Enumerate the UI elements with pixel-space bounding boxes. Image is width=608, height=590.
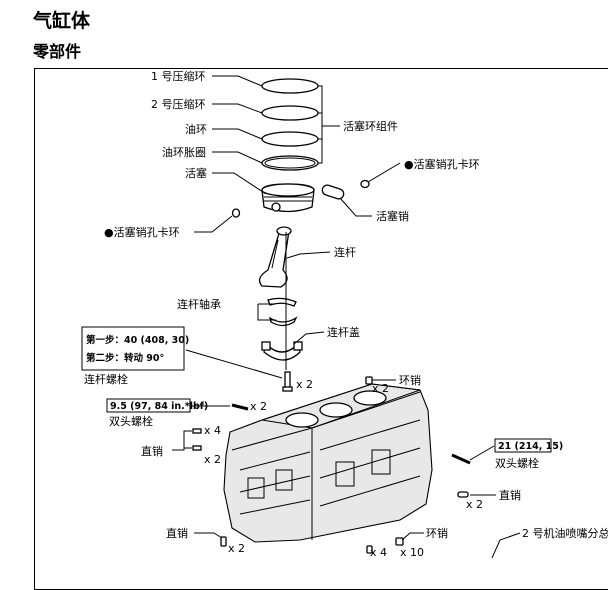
label-ring2: 2 号压缩环 [151,98,206,111]
label-rod-cap: 连杆盖 [327,325,360,339]
section-title: 零部件 [33,42,82,61]
leader-rod [286,251,331,259]
leader-snap-left [194,215,233,233]
torque-box-rod-bolt [81,326,185,371]
label-ring-pin-bottom: 环销 [426,526,448,540]
label-oil-nozzle: 2 号机油喷嘴分总 [522,526,608,540]
straight-pin-left-b [192,445,202,451]
torque-stud-left: 9.5 (97, 84 in.*lbf) [110,401,208,412]
label-snap-ring-left: ●活塞销孔卡环 [104,225,180,239]
piston [261,183,315,213]
qty-rod-bolt: x 2 [296,378,313,391]
stud-bolt-left [231,403,249,411]
label-piston: 活塞 [185,166,207,180]
ring-pin-bottom [366,545,373,554]
label-oil-ring: 油环 [185,122,207,136]
ring-set-bracket [318,85,340,164]
leader-ring-pin-bottom [401,532,424,541]
oil-ring [261,131,319,147]
qty-pin-right: x 2 [466,498,483,511]
piston-pin [321,184,345,200]
label-stud-right: 双头螺栓 [495,456,539,470]
label-ring1: 1 号压缩环 [151,70,206,83]
label-piston-pin: 活塞销 [376,209,409,223]
leader-snap-right [367,162,401,183]
leader-oil-nozzle [491,532,521,558]
qty-stud-left: x 2 [250,400,267,413]
straight-pin-left-a [192,428,202,434]
qty-pin-left-b: x 2 [204,453,221,466]
torque-step1: 第一步：40 (408, 30) [86,334,189,346]
qty-nozzle: x 10 [400,546,424,558]
label-straight-pin-bottom: 直销 [166,526,188,540]
label-straight-pin-right: 直销 [499,488,521,502]
snap-ring-right [360,179,370,189]
leader-pin-bottom [194,532,223,539]
torque-stud-right: 21 (214, 15) [498,441,563,452]
qty-pin-left-a: x 4 [204,424,221,437]
label-straight-pin-left: 直销 [141,444,163,458]
leader-ring2 [212,103,263,114]
compression-ring-2 [261,105,319,121]
straight-pin-bottom [220,536,227,547]
snap-ring-left [231,208,241,218]
straight-pin-right [457,491,469,498]
oil-ring-expander [261,155,319,171]
qty-ring-pin-bottom: x 4 [370,546,387,558]
torque-box-stud-left [106,398,191,413]
label-stud-left: 双头螺栓 [109,414,153,428]
leader-pin-left [172,430,192,451]
leader-bolt [185,349,283,379]
oil-nozzle-pin [395,537,404,546]
leader-piston [212,172,267,195]
page-title: 气缸体 [33,10,91,32]
cylinder-block [223,383,433,543]
label-ring-set: 活塞环组件 [343,119,398,133]
connecting-rod-cap [261,341,303,361]
stud-bolt-right [451,453,471,465]
leader-pin [339,197,372,217]
label-oil-expander: 油环胀圈 [162,145,206,159]
label-rod-bearing: 连杆轴承 [177,297,221,311]
torque-box-stud-right [494,438,552,453]
torque-step2: 第二步：转动 90° [86,352,164,364]
label-ring-pin-top: 环销 [399,373,421,387]
leader-bearing [257,303,276,321]
connecting-rod-bolt [282,371,293,392]
qty-ring-pin-top: x 2 [372,382,389,395]
label-snap-ring-right: ●活塞销孔卡环 [404,157,480,171]
exploded-parts-diagram: 1 号压缩环 2 号压缩环 油环 油环胀圈 活塞 活塞环组件 ●活塞销孔卡环 ●… [81,70,608,558]
leader-expander [212,151,263,164]
compression-ring-1 [261,78,319,94]
leader-oil-ring [212,128,263,140]
leader-ring1 [212,75,263,87]
qty-pin-bottom: x 2 [228,542,245,555]
label-con-rod: 连杆 [334,245,356,259]
leader-stud-right [469,445,495,461]
connecting-rod-bearing [267,297,298,327]
connecting-rod [258,226,292,288]
leader-cap [293,331,325,345]
label-rod-bolt: 连杆螺栓 [84,372,128,386]
